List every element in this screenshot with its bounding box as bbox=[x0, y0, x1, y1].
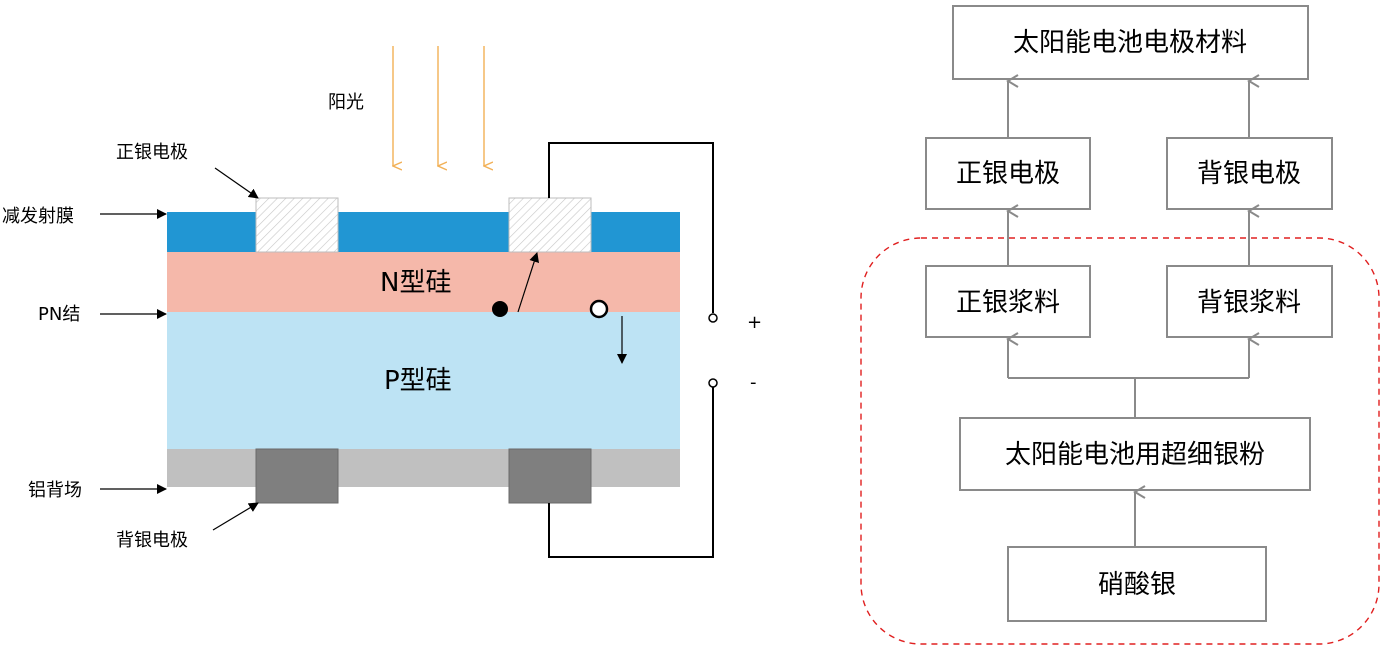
n-silicon-label: N型硅 bbox=[380, 268, 451, 298]
box-top-material-label: 太阳能电池电极材料 bbox=[1013, 28, 1247, 58]
antireflection-layer bbox=[167, 212, 680, 252]
back-electrode-left bbox=[255, 448, 339, 504]
sunlight-label: 阳光 bbox=[328, 92, 364, 113]
solar-cell-diagram: 阳光 N型硅 P型硅 + - 正银电极 减发射膜 PN结 bbox=[2, 46, 762, 558]
box-back-paste bbox=[1166, 265, 1333, 338]
front-electrode-right bbox=[508, 197, 592, 253]
box-silver-powder-label: 太阳能电池用超细银粉 bbox=[1005, 440, 1265, 470]
circuit-wire-bottom bbox=[548, 387, 714, 558]
aluminum-bsf-callout: 铝背场 bbox=[28, 480, 82, 501]
back-electrode-right bbox=[508, 448, 592, 504]
box-silver-nitrate bbox=[1007, 546, 1267, 622]
box-top-material bbox=[952, 5, 1309, 80]
minus-sign: - bbox=[750, 372, 757, 393]
box-back-electrode-label: 背银电极 bbox=[1197, 159, 1301, 189]
sunlight-rays bbox=[393, 46, 484, 166]
box-silver-nitrate-label: 硝酸银 bbox=[1098, 570, 1176, 600]
connector-powder-split bbox=[1008, 377, 1136, 418]
box-silver-powder bbox=[959, 417, 1311, 491]
antireflection-callout: 减发射膜 bbox=[2, 206, 74, 227]
positive-terminal bbox=[708, 313, 718, 323]
box-front-paste bbox=[925, 265, 1091, 338]
front-electrode-pointer bbox=[214, 167, 259, 199]
dashed-region-border bbox=[860, 237, 1380, 645]
electron-path-arrow bbox=[517, 252, 540, 313]
box-front-paste-label: 正银浆料 bbox=[956, 288, 1060, 318]
box-front-electrode-label: 正银电极 bbox=[956, 159, 1060, 189]
circuit-wire-top bbox=[548, 142, 714, 313]
electron-dot bbox=[492, 301, 508, 317]
plus-sign: + bbox=[747, 312, 762, 333]
hole-circle bbox=[589, 299, 609, 319]
box-back-paste-label: 背银浆料 bbox=[1197, 288, 1301, 318]
back-electrode-pointer bbox=[212, 502, 259, 531]
negative-terminal bbox=[708, 378, 718, 388]
p-silicon-label: P型硅 bbox=[384, 366, 452, 396]
back-electrode-callout: 背银电极 bbox=[116, 530, 188, 551]
front-electrode-callout: 正银电极 bbox=[116, 142, 188, 163]
pn-junction-callout: PN结 bbox=[38, 304, 80, 325]
p-silicon-layer bbox=[167, 312, 680, 449]
material-flow-chart: 太阳能电池电极材料 正银电极 背银电极 正银浆料 背银浆料 太阳能电池用超细银粉… bbox=[860, 5, 1380, 645]
aluminum-bsf-layer bbox=[167, 449, 680, 487]
box-front-electrode bbox=[925, 137, 1091, 210]
box-back-electrode bbox=[1166, 137, 1333, 210]
front-electrode-left bbox=[255, 197, 339, 253]
